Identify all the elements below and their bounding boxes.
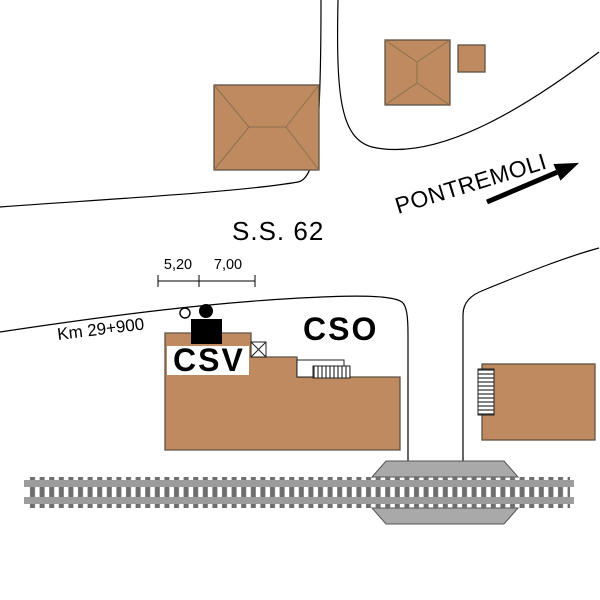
building-north <box>384 39 451 106</box>
building-north-roof-lines <box>384 39 451 106</box>
stairs-main-building <box>312 365 351 379</box>
dimension-label-1: 5,20 <box>164 257 192 273</box>
dimension-line <box>157 275 256 287</box>
building-east <box>477 363 596 441</box>
road-edge-northeast-pontremoli <box>336 0 600 151</box>
level-crossing-lower-ramp <box>370 507 520 525</box>
building-northwest-roof-lines <box>213 84 320 171</box>
csv-label-plate <box>167 346 249 375</box>
csv-cabin-rect <box>191 319 222 344</box>
building-north-small <box>457 44 486 73</box>
railway-track <box>24 477 574 508</box>
road-edge-south-and-crossing-west <box>0 295 409 461</box>
cso-label: CSO <box>303 311 378 347</box>
csv-label: CSV <box>173 342 245 378</box>
rail-bottom <box>24 497 574 504</box>
road-edge-east-and-crossing-east <box>462 247 600 461</box>
stairs-east-building <box>477 368 495 416</box>
level-crossing-upper-ramp <box>370 460 520 478</box>
dimension-label-2: 7,00 <box>214 257 242 273</box>
gate-symbol <box>250 341 267 358</box>
rail-top <box>24 480 574 487</box>
km-marker-open-circle <box>179 307 191 319</box>
direction-arrow <box>486 162 580 205</box>
building-northwest <box>213 84 320 171</box>
road-name-label: S.S. 62 <box>232 216 324 246</box>
km-marker-label: Km 29+900 <box>56 314 145 344</box>
km-marker-dot <box>199 304 213 318</box>
